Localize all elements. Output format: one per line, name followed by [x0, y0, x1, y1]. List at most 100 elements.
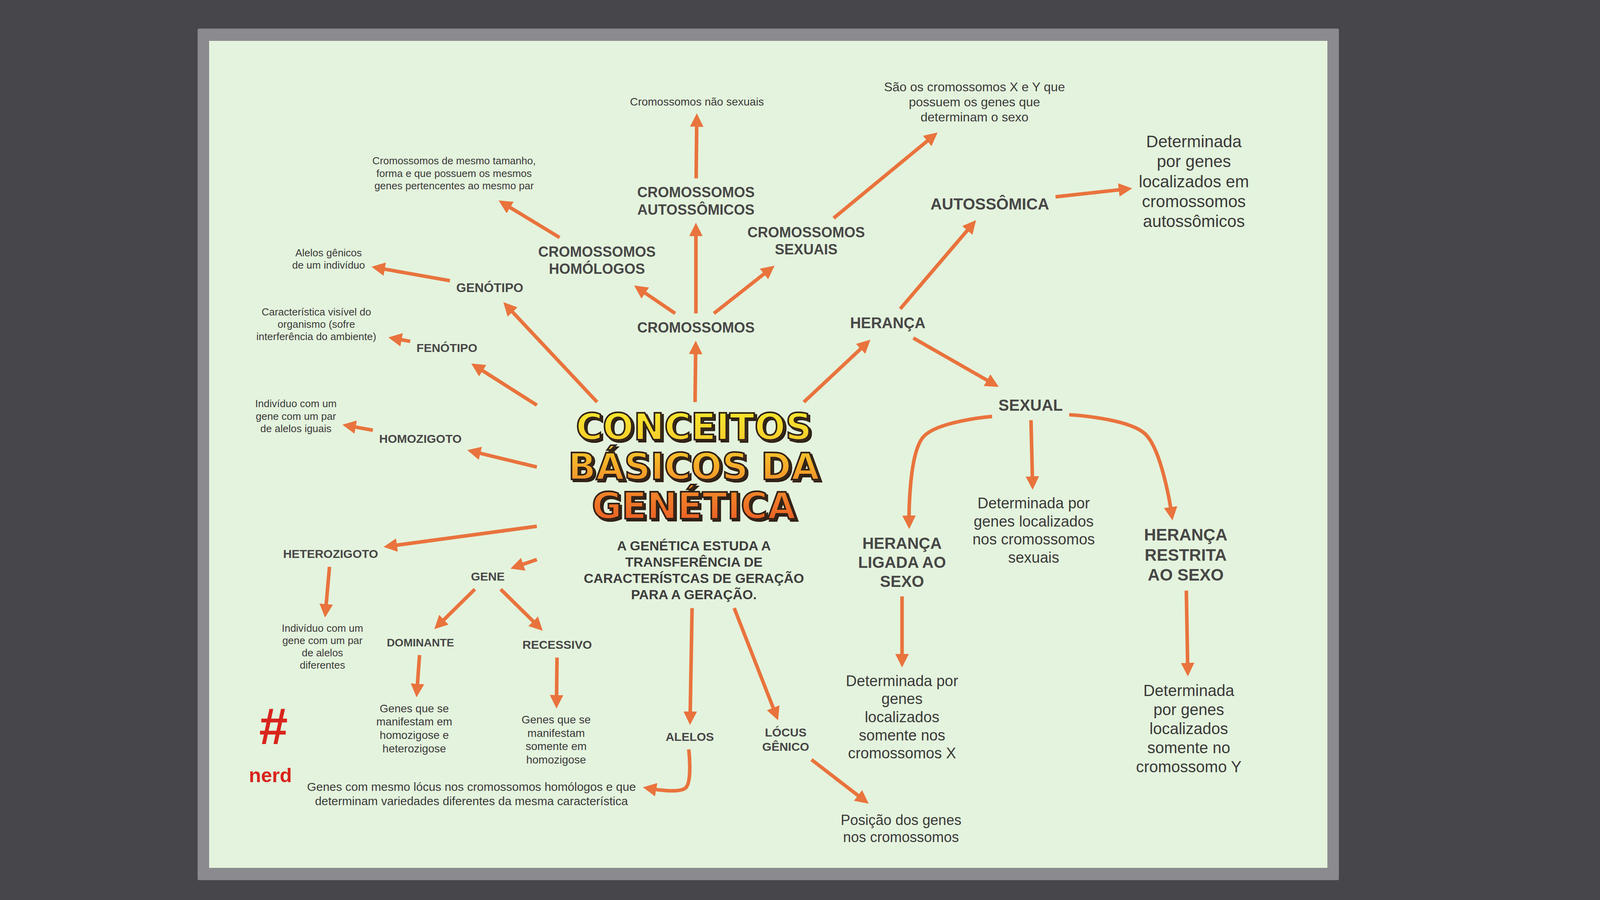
connector-arrow [1055, 189, 1125, 197]
connector-arrow [833, 137, 932, 219]
note-text: Indivíduo com um gene com um par de alel… [281, 622, 364, 672]
concept-heading: HERANÇA LIGADA AO SEXO [848, 532, 956, 593]
concept-heading: GENE [468, 567, 508, 586]
note-text: Alelos gênicos de um indivíduo [291, 246, 367, 272]
connector-arrow [440, 589, 475, 624]
concept-note: Cromossomos não sexuais [627, 93, 767, 111]
heading-text: HETEROZIGOTO [282, 546, 378, 562]
connector-arrow [811, 759, 863, 799]
concept-note: Posição dos genes nos cromossomos [832, 809, 970, 848]
heading-text: GENÓTIPO [456, 280, 524, 296]
concept-heading: HERANÇA [847, 312, 928, 335]
concept-note: Genes que se manifestam somente em homoz… [502, 711, 610, 768]
note-text: Genes com mesmo lócus nos cromossomos ho… [305, 779, 638, 809]
logo-text: nerd [248, 764, 292, 787]
concept-note: Determinada por genes localizados nos cr… [969, 492, 1098, 569]
concept-note: Característica visível do organismo (sof… [247, 304, 386, 345]
note-text: São os cromossomos X e Y que possuem os … [875, 79, 1075, 125]
connector-arrow [391, 526, 537, 546]
concept-note: Determinada por genes localizados em cro… [1135, 130, 1253, 234]
subtitle-text: A GENÉTICA ESTUDA A TRANSFERÊNCIA DE CAR… [567, 537, 822, 603]
heading-text: SEXUAL [998, 395, 1063, 415]
heading-text: AUTOSSÔMICA [930, 194, 1050, 214]
heading-text: LÓCUS GÊNICO [750, 725, 822, 754]
concept-heading: CROMOSSOMOS HOMÓLOGOS [528, 241, 666, 279]
concept-heading: FENÓTIPO [414, 339, 480, 357]
note-text: Cromossomos não sexuais [629, 95, 764, 109]
concept-heading: CROMOSSOMOS SEXUAIS [734, 222, 878, 260]
concept-note: São os cromossomos X e Y que possuem os … [872, 77, 1077, 127]
connector-arrow [803, 345, 865, 402]
heading-text: DOMINANTE [386, 636, 455, 650]
connector-arrow [417, 655, 420, 690]
note-text: Cromossomos de mesmo tamanho, forma e qu… [372, 154, 536, 193]
connector-arrow [500, 589, 538, 625]
connector-arrow [556, 657, 557, 701]
concept-note: Indivíduo com um gene com um par de alel… [278, 620, 366, 674]
concept-heading: LÓCUS GÊNICO [747, 723, 825, 756]
concept-heading: DOMINANTE [384, 634, 457, 652]
logo-text: # [259, 698, 288, 755]
concept-heading: GENÓTIPO [453, 278, 526, 297]
concept-heading: CROMOSSOMOS AUTOSSÔMICOS [619, 182, 773, 220]
heading-text: HOMOZIGOTO [379, 431, 462, 447]
concept-heading: HERANÇA RESTRITA AO SEXO [1129, 523, 1243, 587]
concept-heading: SEXUAL [996, 394, 1066, 417]
concept-heading: CROMOSSOMOS [634, 317, 758, 338]
concept-heading: HOMOZIGOTO [376, 430, 465, 448]
connector-arrow [1030, 420, 1033, 482]
concept-note: Genes com mesmo lócus nos cromossomos ho… [303, 778, 641, 810]
heading-text: GENE [471, 569, 505, 584]
note-text: Característica visível do organismo (sof… [250, 305, 383, 344]
connector-arrow [696, 121, 697, 179]
heading-text: CROMOSSOMOS AUTOSSÔMICOS [621, 183, 771, 218]
note-text: Posição dos genes nos cromossomos [834, 811, 968, 846]
note-text: Determinada por genes localizados nos cr… [972, 494, 1095, 567]
connector-arrow [900, 596, 904, 660]
connector-arrow [508, 307, 597, 402]
concept-note: Indivíduo com um gene com um par de alel… [252, 396, 340, 437]
concept-note: Alelos gênicos de um indivíduo [288, 245, 369, 274]
connector-arrow [325, 566, 330, 610]
heading-text: CROMOSSOMOS SEXUAIS [736, 223, 875, 258]
concept-note: Determinada por genes localizados soment… [840, 670, 964, 765]
connector-arrow [379, 268, 450, 281]
title-text: CONCEITOS BÁSICOS DA GENÉTICA [543, 407, 845, 526]
connector-arrow [695, 348, 697, 402]
note-text: Genes que se manifestam em homozigose e … [350, 701, 479, 756]
concept-note: Cromossomos de mesmo tamanho, forma e qu… [369, 153, 539, 194]
note-text: Determinada por genes localizados soment… [1129, 680, 1248, 777]
connector-arrow [713, 270, 769, 314]
note-text: Determinada por genes localizados em cro… [1137, 131, 1251, 232]
title-block: CONCEITOS BÁSICOS DA GENÉTICA A GENÉTICA … [540, 405, 847, 604]
note-text: Determinada por genes localizados soment… [843, 672, 962, 763]
concept-heading: HETEROZIGOTO [280, 545, 381, 563]
connector-arrow [734, 607, 775, 713]
connector-arrow [900, 226, 972, 309]
heading-text: HERANÇA [850, 314, 926, 333]
concept-note: Determinada por genes localizados soment… [1127, 679, 1250, 778]
note-text: Indivíduo com um gene com um par de alel… [254, 397, 337, 435]
connector-arrow [690, 607, 693, 717]
connector-arrow [396, 338, 411, 342]
connector-arrow [694, 230, 698, 314]
screen-frame [197, 28, 1339, 881]
connectors [325, 121, 1188, 799]
heading-text: HERANÇA LIGADA AO SEXO [850, 533, 954, 591]
concept-heading: RECESSIVO [519, 636, 595, 654]
connector-arrow [505, 204, 560, 238]
connector-arrow [640, 290, 676, 314]
connector-arrow [913, 338, 993, 383]
connector-arrow [1186, 590, 1188, 669]
heading-text: CROMOSSOMOS [637, 319, 755, 337]
concept-heading: ALELOS [663, 728, 717, 746]
heading-text: FENÓTIPO [416, 340, 478, 356]
heading-text: RECESSIVO [522, 637, 592, 652]
connector-arrow [478, 367, 537, 406]
heading-text: CROMOSSOMOS HOMÓLOGOS [530, 243, 664, 278]
connector-arrow [518, 559, 537, 566]
connector-arrow [650, 749, 690, 791]
heading-text: ALELOS [665, 729, 714, 745]
note-text: Genes que se manifestam somente em homoz… [504, 713, 608, 767]
